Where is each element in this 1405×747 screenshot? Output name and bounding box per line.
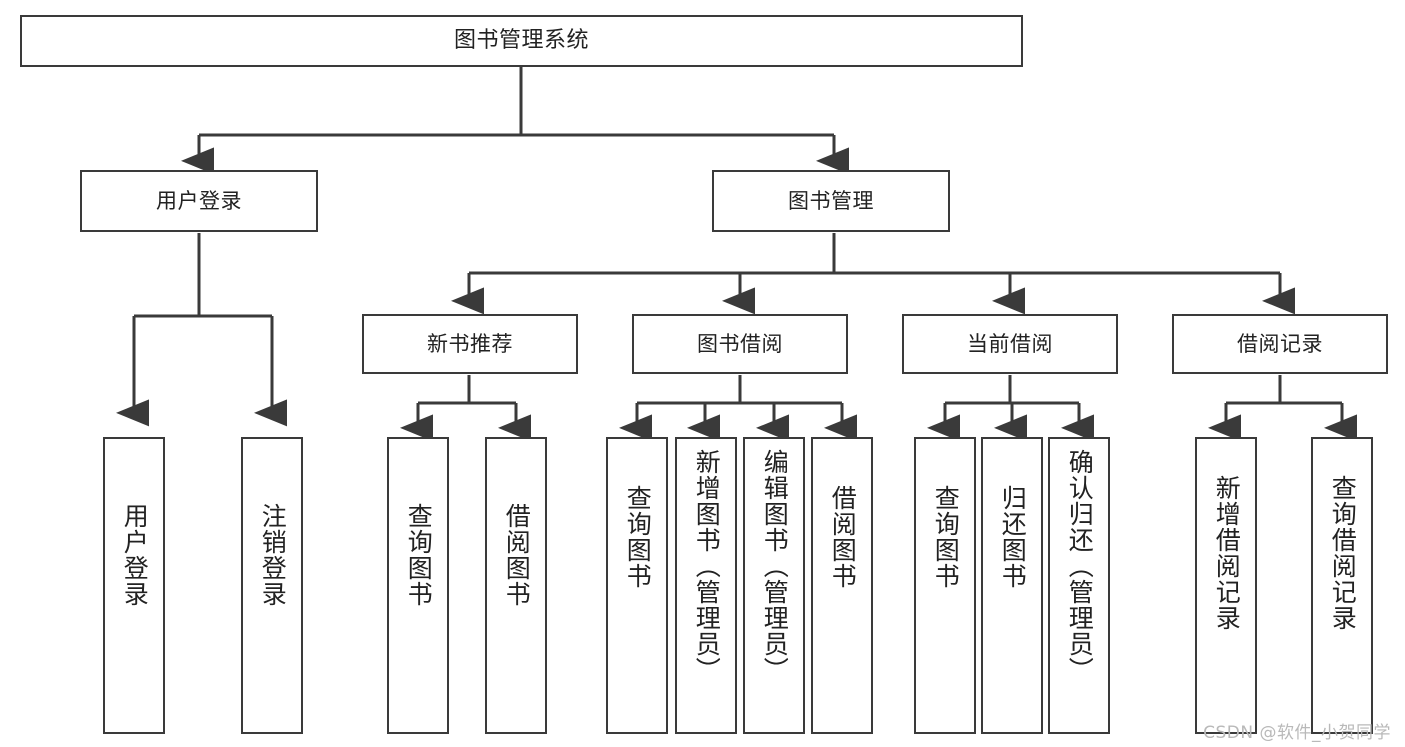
node-book-borrow[interactable]: 图书借阅 [632,314,848,374]
node-label: 注销登录 [258,503,288,607]
node-current-borrow[interactable]: 当前借阅 [902,314,1118,374]
node-label: 归还图书 [998,485,1028,589]
node-label: 新书推荐 [427,331,513,356]
node-leaf-borrow-book-1[interactable]: 借阅图书 [485,437,547,734]
node-leaf-add-record[interactable]: 新增借阅记录 [1195,437,1257,734]
node-label: 当前借阅 [967,331,1053,356]
node-label: 查询图书 [931,485,961,589]
node-label: 查询借阅记录 [1328,475,1358,631]
node-borrow-record[interactable]: 借阅记录 [1172,314,1388,374]
node-label: 确认归还（管理员） [1065,449,1095,683]
node-leaf-query-record[interactable]: 查询借阅记录 [1311,437,1373,734]
node-label: 借阅图书 [502,503,532,607]
node-label: 查询图书 [404,503,434,607]
node-user-login[interactable]: 用户登录 [80,170,318,232]
node-leaf-query-book-3[interactable]: 查询图书 [914,437,976,734]
node-label: 图书管理系统 [453,28,589,54]
node-leaf-edit-book[interactable]: 编辑图书（管理员） [743,437,805,734]
node-label: 图书管理 [788,188,874,213]
node-label: 查询图书 [623,485,653,589]
node-label: 图书借阅 [697,331,783,356]
node-label: 新增图书（管理员） [692,449,722,683]
node-label: 编辑图书（管理员） [760,449,790,683]
node-label: 用户登录 [120,503,150,607]
node-label: 新增借阅记录 [1212,475,1242,631]
node-leaf-logout-login[interactable]: 注销登录 [241,437,303,734]
node-root-book-management-system[interactable]: 图书管理系统 [20,15,1023,67]
node-new-book-recommend[interactable]: 新书推荐 [362,314,578,374]
node-leaf-user-login[interactable]: 用户登录 [103,437,165,734]
node-leaf-query-book-1[interactable]: 查询图书 [387,437,449,734]
node-label: 借阅记录 [1237,331,1323,356]
node-leaf-query-book-2[interactable]: 查询图书 [606,437,668,734]
node-label: 借阅图书 [828,485,858,589]
node-leaf-confirm-return[interactable]: 确认归还（管理员） [1048,437,1110,734]
node-leaf-add-book[interactable]: 新增图书（管理员） [675,437,737,734]
csdn-watermark: CSDN @软件_小贺同学 [1203,723,1391,743]
node-leaf-borrow-book-2[interactable]: 借阅图书 [811,437,873,734]
node-book-management[interactable]: 图书管理 [712,170,950,232]
node-label: 用户登录 [156,188,242,213]
node-leaf-return-book[interactable]: 归还图书 [981,437,1043,734]
